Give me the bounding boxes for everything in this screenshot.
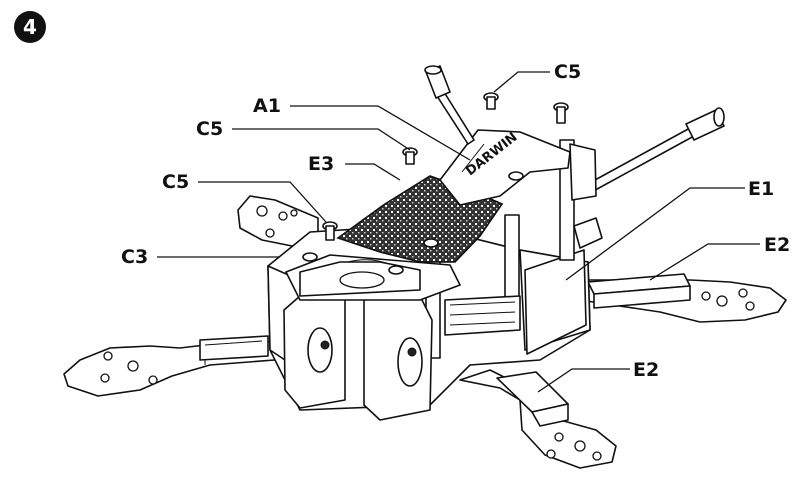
camera-module [569, 143, 603, 249]
label-e1: E1 [748, 178, 774, 200]
callout-c5-left: C5 [162, 171, 327, 223]
callout-e3: E3 [308, 153, 401, 181]
spacer-e2-right [587, 273, 691, 309]
arm-connector-left [199, 335, 269, 361]
arm-rear-left [237, 195, 319, 247]
screw-c5-a1 [553, 102, 569, 124]
frame-body [267, 139, 591, 421]
label-c5-top: C5 [554, 61, 581, 83]
step-badge: 4 [14, 11, 46, 43]
label-c5-upper: C5 [196, 118, 223, 140]
callout-a1: A1 [253, 95, 471, 161]
antenna-left [424, 65, 475, 145]
canopy-a1: DARWIN [439, 129, 571, 206]
label-a1: A1 [253, 95, 281, 117]
screw-c5-upper [402, 147, 418, 165]
antenna-right [583, 107, 725, 195]
label-c3: C3 [121, 246, 148, 268]
step-number: 4 [23, 15, 37, 39]
screw-extra [302, 171, 524, 275]
callout-e2-right: E2 [649, 234, 790, 281]
label-e2-bottom: E2 [633, 359, 659, 381]
callout-e2-bottom: E2 [537, 359, 659, 393]
label-c5-left: C5 [162, 171, 189, 193]
spacer-e2-bottom [496, 371, 569, 427]
label-e2-right: E2 [764, 234, 790, 256]
callout-c5-top: C5 [493, 61, 581, 93]
callout-e1: E1 [565, 178, 774, 281]
callout-c5-upper: C5 [196, 118, 411, 151]
screw-c5-left [322, 221, 338, 241]
label-e3: E3 [308, 153, 334, 175]
callout-c3: C3 [121, 246, 280, 268]
screw-c5-top [483, 92, 499, 110]
